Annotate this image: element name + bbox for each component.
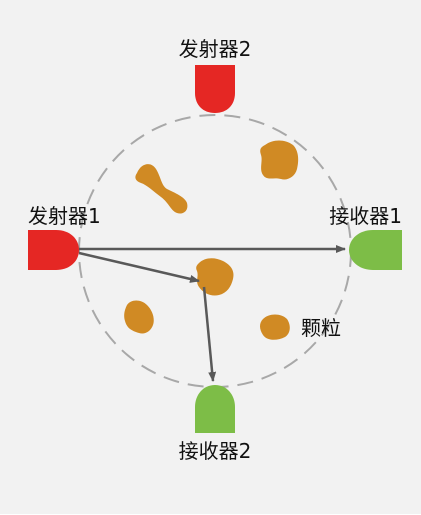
particle [196, 258, 234, 296]
receiver-2 [195, 385, 235, 433]
particle [135, 164, 188, 214]
particles [124, 140, 299, 340]
emitter-2-label: 发射器2 [179, 37, 252, 61]
incident-beam-arrow [78, 251, 200, 283]
particle [260, 314, 290, 340]
particle [124, 300, 154, 334]
emitter-2 [195, 65, 235, 113]
scattered-beam-arrow [202, 286, 217, 382]
receiver-1-label: 接收器1 [329, 204, 402, 228]
receiver-1 [349, 230, 402, 270]
measurement-zone-circle [78, 114, 352, 388]
emitter-1 [28, 230, 79, 270]
emitter-1-label: 发射器1 [28, 204, 101, 228]
receiver-2-label: 接收器2 [179, 439, 252, 463]
particle-label: 颗粒 [301, 316, 341, 340]
particle [260, 140, 299, 180]
beams [78, 245, 346, 382]
